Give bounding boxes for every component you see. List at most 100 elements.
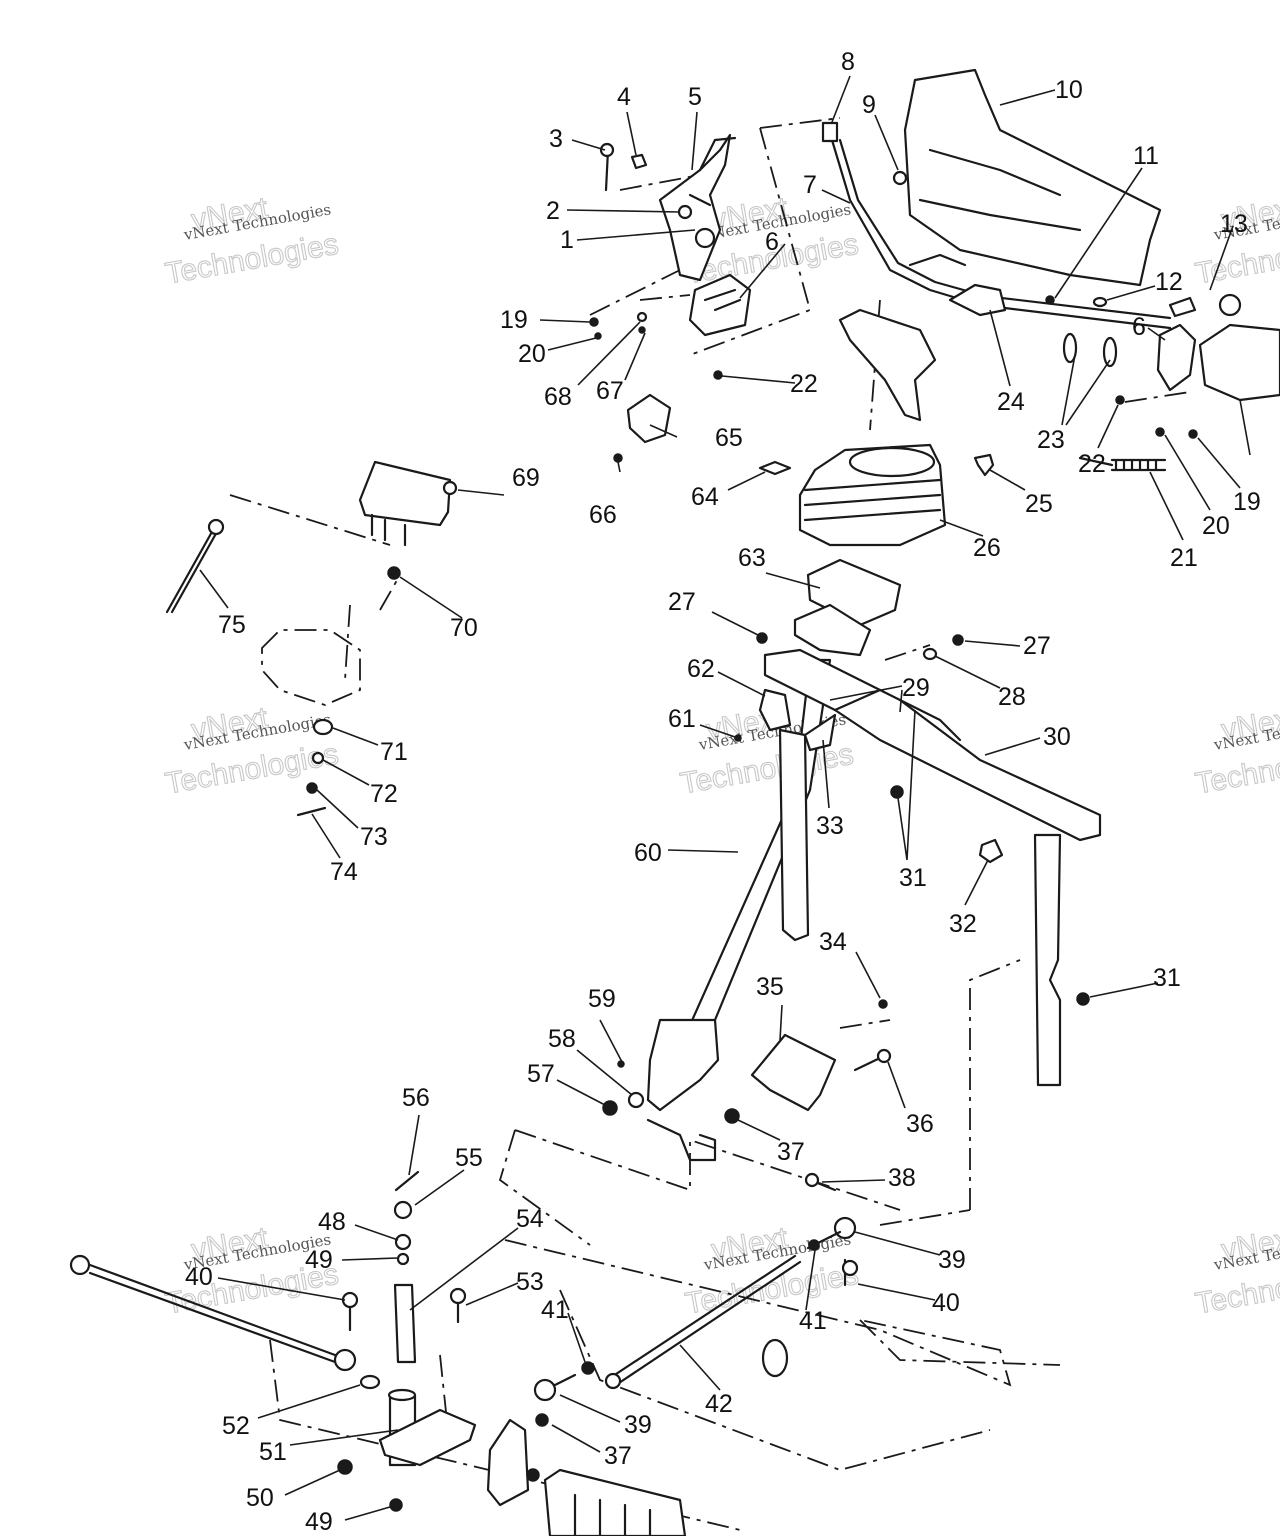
ski-bumper xyxy=(543,1468,687,1536)
callout-50: 50 xyxy=(246,1484,274,1512)
callout-30: 30 xyxy=(1043,723,1071,751)
callout-4: 4 xyxy=(617,83,631,111)
handlebar-mount xyxy=(838,308,937,422)
washer-49b xyxy=(389,1498,403,1512)
callout-9: 9 xyxy=(862,91,876,119)
washer-19b xyxy=(1188,429,1198,439)
steering-arm-51 xyxy=(378,1408,477,1467)
throttle-housing xyxy=(1198,323,1280,402)
callout-26: 26 xyxy=(973,534,1001,562)
throttle-block-6 xyxy=(1156,323,1197,392)
rod-end-left xyxy=(69,1254,91,1276)
callout-10: 10 xyxy=(1055,76,1083,104)
callout-28: 28 xyxy=(998,683,1026,711)
cover-opening xyxy=(848,446,936,478)
nut-31b xyxy=(1076,992,1090,1006)
callout-63: 63 xyxy=(738,544,766,572)
callout-12: 12 xyxy=(1155,268,1183,296)
callout-34: 34 xyxy=(819,928,847,956)
callout-49: 49 xyxy=(305,1508,333,1536)
callout-53: 53 xyxy=(516,1268,544,1296)
callout-49: 49 xyxy=(305,1246,333,1274)
clip-32 xyxy=(978,838,1004,864)
watermark: vNext vNext Technologies Technologies xyxy=(682,1221,861,1321)
rod-end-inner xyxy=(333,1348,357,1372)
clamp-24 xyxy=(948,283,1007,317)
screw-20 xyxy=(594,332,602,340)
bolt-36 xyxy=(853,1056,882,1072)
cable-75 xyxy=(165,528,215,614)
callout-20: 20 xyxy=(1202,512,1230,540)
callout-75: 75 xyxy=(218,611,246,639)
pivot-hole xyxy=(694,227,716,249)
callout-1: 1 xyxy=(560,226,574,254)
rivet-25 xyxy=(973,453,995,477)
callout-36: 36 xyxy=(906,1110,934,1138)
tie-rod-right xyxy=(608,1254,802,1387)
callout-39: 39 xyxy=(624,1411,652,1439)
callout-23: 23 xyxy=(1037,426,1065,454)
nut-37a xyxy=(724,1108,740,1124)
callout-labels: 1 2 3 4 5 6 6 7 8 9 10 11 12 13 19 19 20… xyxy=(185,48,1261,1536)
callout-72: 72 xyxy=(370,780,398,808)
washer-28 xyxy=(922,647,938,661)
brake-switch-assembly xyxy=(165,460,458,817)
callout-51: 51 xyxy=(259,1438,287,1466)
grip-ring-b xyxy=(1102,336,1118,368)
screw-66 xyxy=(613,453,623,463)
watermark: vNext vNext Technologies Technologies xyxy=(1192,701,1280,801)
knob xyxy=(1218,293,1242,317)
washer-73 xyxy=(306,782,318,794)
frame-upright xyxy=(1033,833,1062,1087)
steering-post-assembly xyxy=(646,443,1102,1162)
spring-21 xyxy=(1078,456,1167,472)
rod-end-39b xyxy=(533,1378,557,1402)
callout-58: 58 xyxy=(548,1025,576,1053)
washer-72 xyxy=(311,751,325,765)
clip-4 xyxy=(630,153,648,170)
lever-blade xyxy=(688,136,737,207)
callout-57: 57 xyxy=(527,1060,555,1088)
callout-68: 68 xyxy=(544,383,572,411)
callout-55: 55 xyxy=(455,1144,483,1172)
callout-35: 35 xyxy=(756,973,784,1001)
callout-31: 31 xyxy=(1153,964,1181,992)
callout-65: 65 xyxy=(715,424,743,452)
ski-spindle xyxy=(486,1418,530,1507)
nut-31a xyxy=(890,785,904,799)
callout-6: 6 xyxy=(765,228,779,256)
pin-59 xyxy=(617,1060,625,1068)
callout-74: 74 xyxy=(330,858,358,886)
washer-19 xyxy=(589,317,599,327)
callout-41: 41 xyxy=(799,1307,827,1335)
nut-27a xyxy=(756,632,768,644)
callout-3: 3 xyxy=(549,125,563,153)
washer-12 xyxy=(1092,296,1108,308)
frame-member-30 xyxy=(763,648,1102,842)
watermark: vNext vNext Technologies Technologies xyxy=(1192,1221,1280,1321)
callout-5: 5 xyxy=(688,83,702,111)
nut-67 xyxy=(638,326,646,334)
callout-11: 11 xyxy=(1133,142,1159,170)
nut-27b xyxy=(952,634,964,646)
callout-2: 2 xyxy=(546,197,560,225)
callout-66: 66 xyxy=(589,501,617,529)
tie-rod-left xyxy=(88,1263,337,1364)
callout-52: 52 xyxy=(222,1412,250,1440)
post-bracket-33 xyxy=(778,728,810,942)
brake-lever-assembly xyxy=(589,133,752,463)
callout-59: 59 xyxy=(588,985,616,1013)
callout-24: 24 xyxy=(997,388,1025,416)
callout-27: 27 xyxy=(1023,632,1051,660)
callout-22: 22 xyxy=(790,370,818,398)
lower-post-assembly xyxy=(602,992,1090,1192)
frame-bracket-62 xyxy=(758,688,792,732)
callout-69: 69 xyxy=(512,464,540,492)
washer-52 xyxy=(359,1374,381,1390)
callout-64: 64 xyxy=(691,483,719,511)
callout-29: 29 xyxy=(902,674,930,702)
callout-22: 22 xyxy=(1078,450,1106,478)
callout-38: 38 xyxy=(888,1164,916,1192)
grip-ring-a xyxy=(1062,332,1078,364)
cotter-pin-56 xyxy=(394,1170,420,1192)
